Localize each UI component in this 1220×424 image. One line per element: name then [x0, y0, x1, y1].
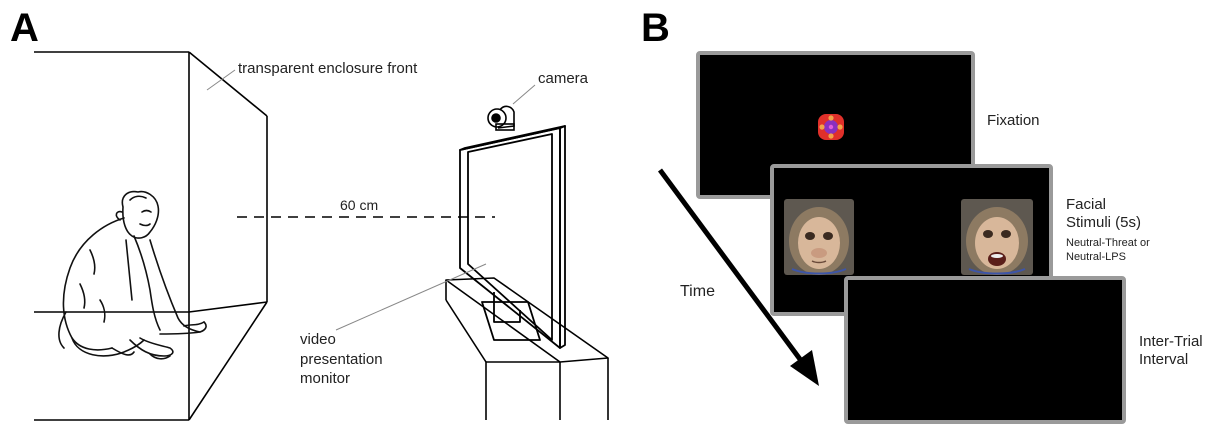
panel-b-letter: B: [641, 6, 670, 50]
inter-trial-screen: [844, 276, 1126, 424]
monitor-drawing: [459, 125, 566, 349]
camera-leader-line: [512, 84, 536, 105]
monkey-face-neutral-icon: [789, 207, 849, 275]
threat-face-image: [961, 199, 1033, 275]
time-label: Time: [680, 283, 715, 300]
monkey-sketch: [58, 190, 207, 360]
enclosure-front: [34, 51, 268, 421]
monitor-label: video presentation monitor: [300, 331, 383, 387]
panel-a-letter: A: [10, 6, 39, 50]
camera-label: camera: [538, 70, 589, 87]
monitor-leader-line: [335, 263, 487, 331]
inter-trial-label: Inter-Trial Interval: [1139, 333, 1203, 368]
facial-stimuli-sublabel: Neutral-Threat or Neutral-LPS: [1066, 237, 1150, 263]
facial-stimuli-label: Facial Stimuli (5s): [1066, 196, 1142, 231]
neutral-face-image: [784, 199, 854, 275]
enclosure-leader-line: [206, 69, 236, 91]
fixation-label: Fixation: [987, 112, 1040, 129]
fixation-stimulus-icon: [818, 114, 844, 140]
monitor-table: [445, 277, 609, 420]
distance-label: 60 cm: [340, 197, 379, 213]
enclosure-label: transparent enclosure front: [238, 60, 418, 77]
monkey-face-threat-icon: [966, 207, 1028, 275]
camera-drawing: [487, 105, 515, 131]
